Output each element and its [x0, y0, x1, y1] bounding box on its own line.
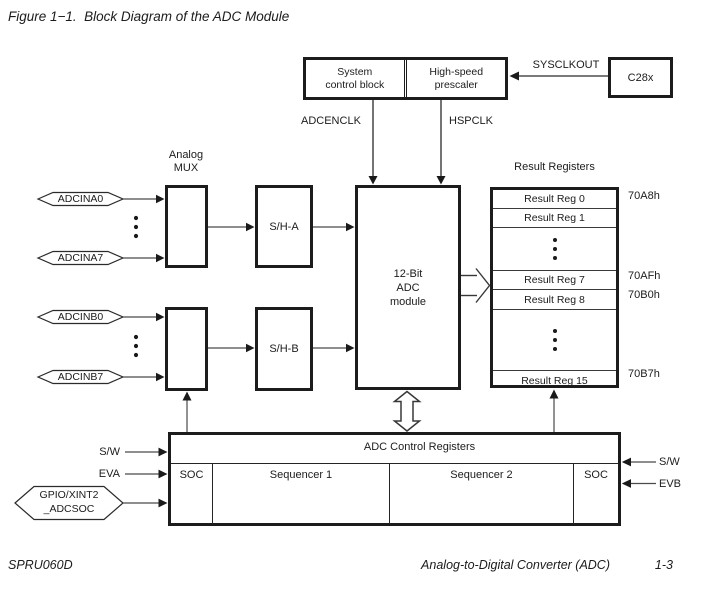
soc-right-cell: SOC — [584, 469, 608, 481]
adcinb0-pin-label: ADCINB0 — [57, 310, 104, 323]
result-register-row: Result Reg 7 — [493, 271, 616, 290]
register-address: 70AFh — [628, 269, 661, 282]
sequencer1-cell: Sequencer 1 — [213, 464, 390, 524]
result-bus-arrow — [461, 268, 491, 303]
sysclkout-label: SYSCLKOUT — [532, 59, 600, 71]
ellipsis-gap — [493, 310, 616, 371]
control-bus-double-arrow — [392, 390, 422, 432]
soc-left-cell: SOC — [171, 464, 213, 524]
evb-label: EVB — [659, 477, 682, 490]
register-address: 70B7h — [628, 367, 660, 380]
clock-arrowheads — [368, 71, 519, 185]
high-speed-prescaler-block: High-speed prescaler — [429, 66, 484, 91]
sample-hold-a-block: S/H-A — [255, 185, 313, 268]
clock-block: System control block High-speed prescale… — [303, 57, 508, 100]
analog-mux-a-block — [165, 185, 208, 268]
block-divider — [403, 60, 408, 97]
result-register-row: Result Reg 15 — [521, 375, 588, 387]
clock-lines — [372, 75, 608, 177]
result-registers-title: Result Registers — [514, 161, 595, 173]
ellipsis-dots — [133, 215, 139, 358]
eva-label: EVA — [98, 468, 120, 480]
system-control-block: System control block — [325, 66, 385, 91]
analog-mux-b-block — [165, 307, 208, 391]
adcina7-pin-label: ADCINA7 — [57, 251, 104, 264]
register-address: 70B0h — [628, 289, 660, 301]
signal-arrowheads — [156, 194, 631, 508]
result-register-row: Result Reg 1 — [493, 209, 616, 228]
sample-hold-b-block: S/H-B — [255, 307, 313, 391]
control-registers-header: ADC Control Registers — [171, 435, 618, 464]
ellipsis-gap — [493, 228, 616, 271]
adc-core-block: 12-Bit ADC module — [355, 185, 461, 390]
register-address: 70A8h — [628, 190, 660, 202]
sequencer2-cell: Sequencer 2 — [390, 464, 574, 524]
sw-left-label: S/W — [99, 446, 120, 458]
sequencer-row: SOC Sequencer 1 Sequencer 2 SOC — [171, 464, 618, 524]
c28x-block: C28x — [608, 57, 673, 98]
footer-doc-id: SPRU060D — [8, 558, 73, 572]
control-registers-title: ADC Control Registers — [363, 441, 476, 453]
result-registers-block: Result Reg 0 Result Reg 1 Result Reg 7 R… — [490, 187, 619, 388]
adcina0-pin-label: ADCINA0 — [57, 192, 104, 205]
figure-title: Figure 1−1. Block Diagram of the ADC Mod… — [8, 9, 290, 24]
gpio-xint2-adcsoc-pin-label: GPIO/XINT2 _ADCSOC — [39, 489, 99, 515]
adcenclk-label: ADCENCLK — [301, 115, 361, 127]
result-register-row: Result Reg 0 — [493, 190, 616, 209]
sw-right-label: S/W — [659, 456, 680, 468]
adcinb7-pin-label: ADCINB7 — [57, 370, 104, 383]
footer-chapter-title: Analog-to-Digital Converter (ADC) — [421, 558, 610, 572]
analog-mux-label: Analog MUX — [168, 149, 204, 174]
footer-page-number: 1-3 — [654, 558, 673, 572]
hspclk-label: HSPCLK — [449, 115, 494, 127]
signal-lines — [123, 198, 656, 504]
result-register-row: Result Reg 8 — [493, 290, 616, 310]
adc-control-registers-block: ADC Control Registers SOC Sequencer 1 Se… — [168, 432, 621, 526]
